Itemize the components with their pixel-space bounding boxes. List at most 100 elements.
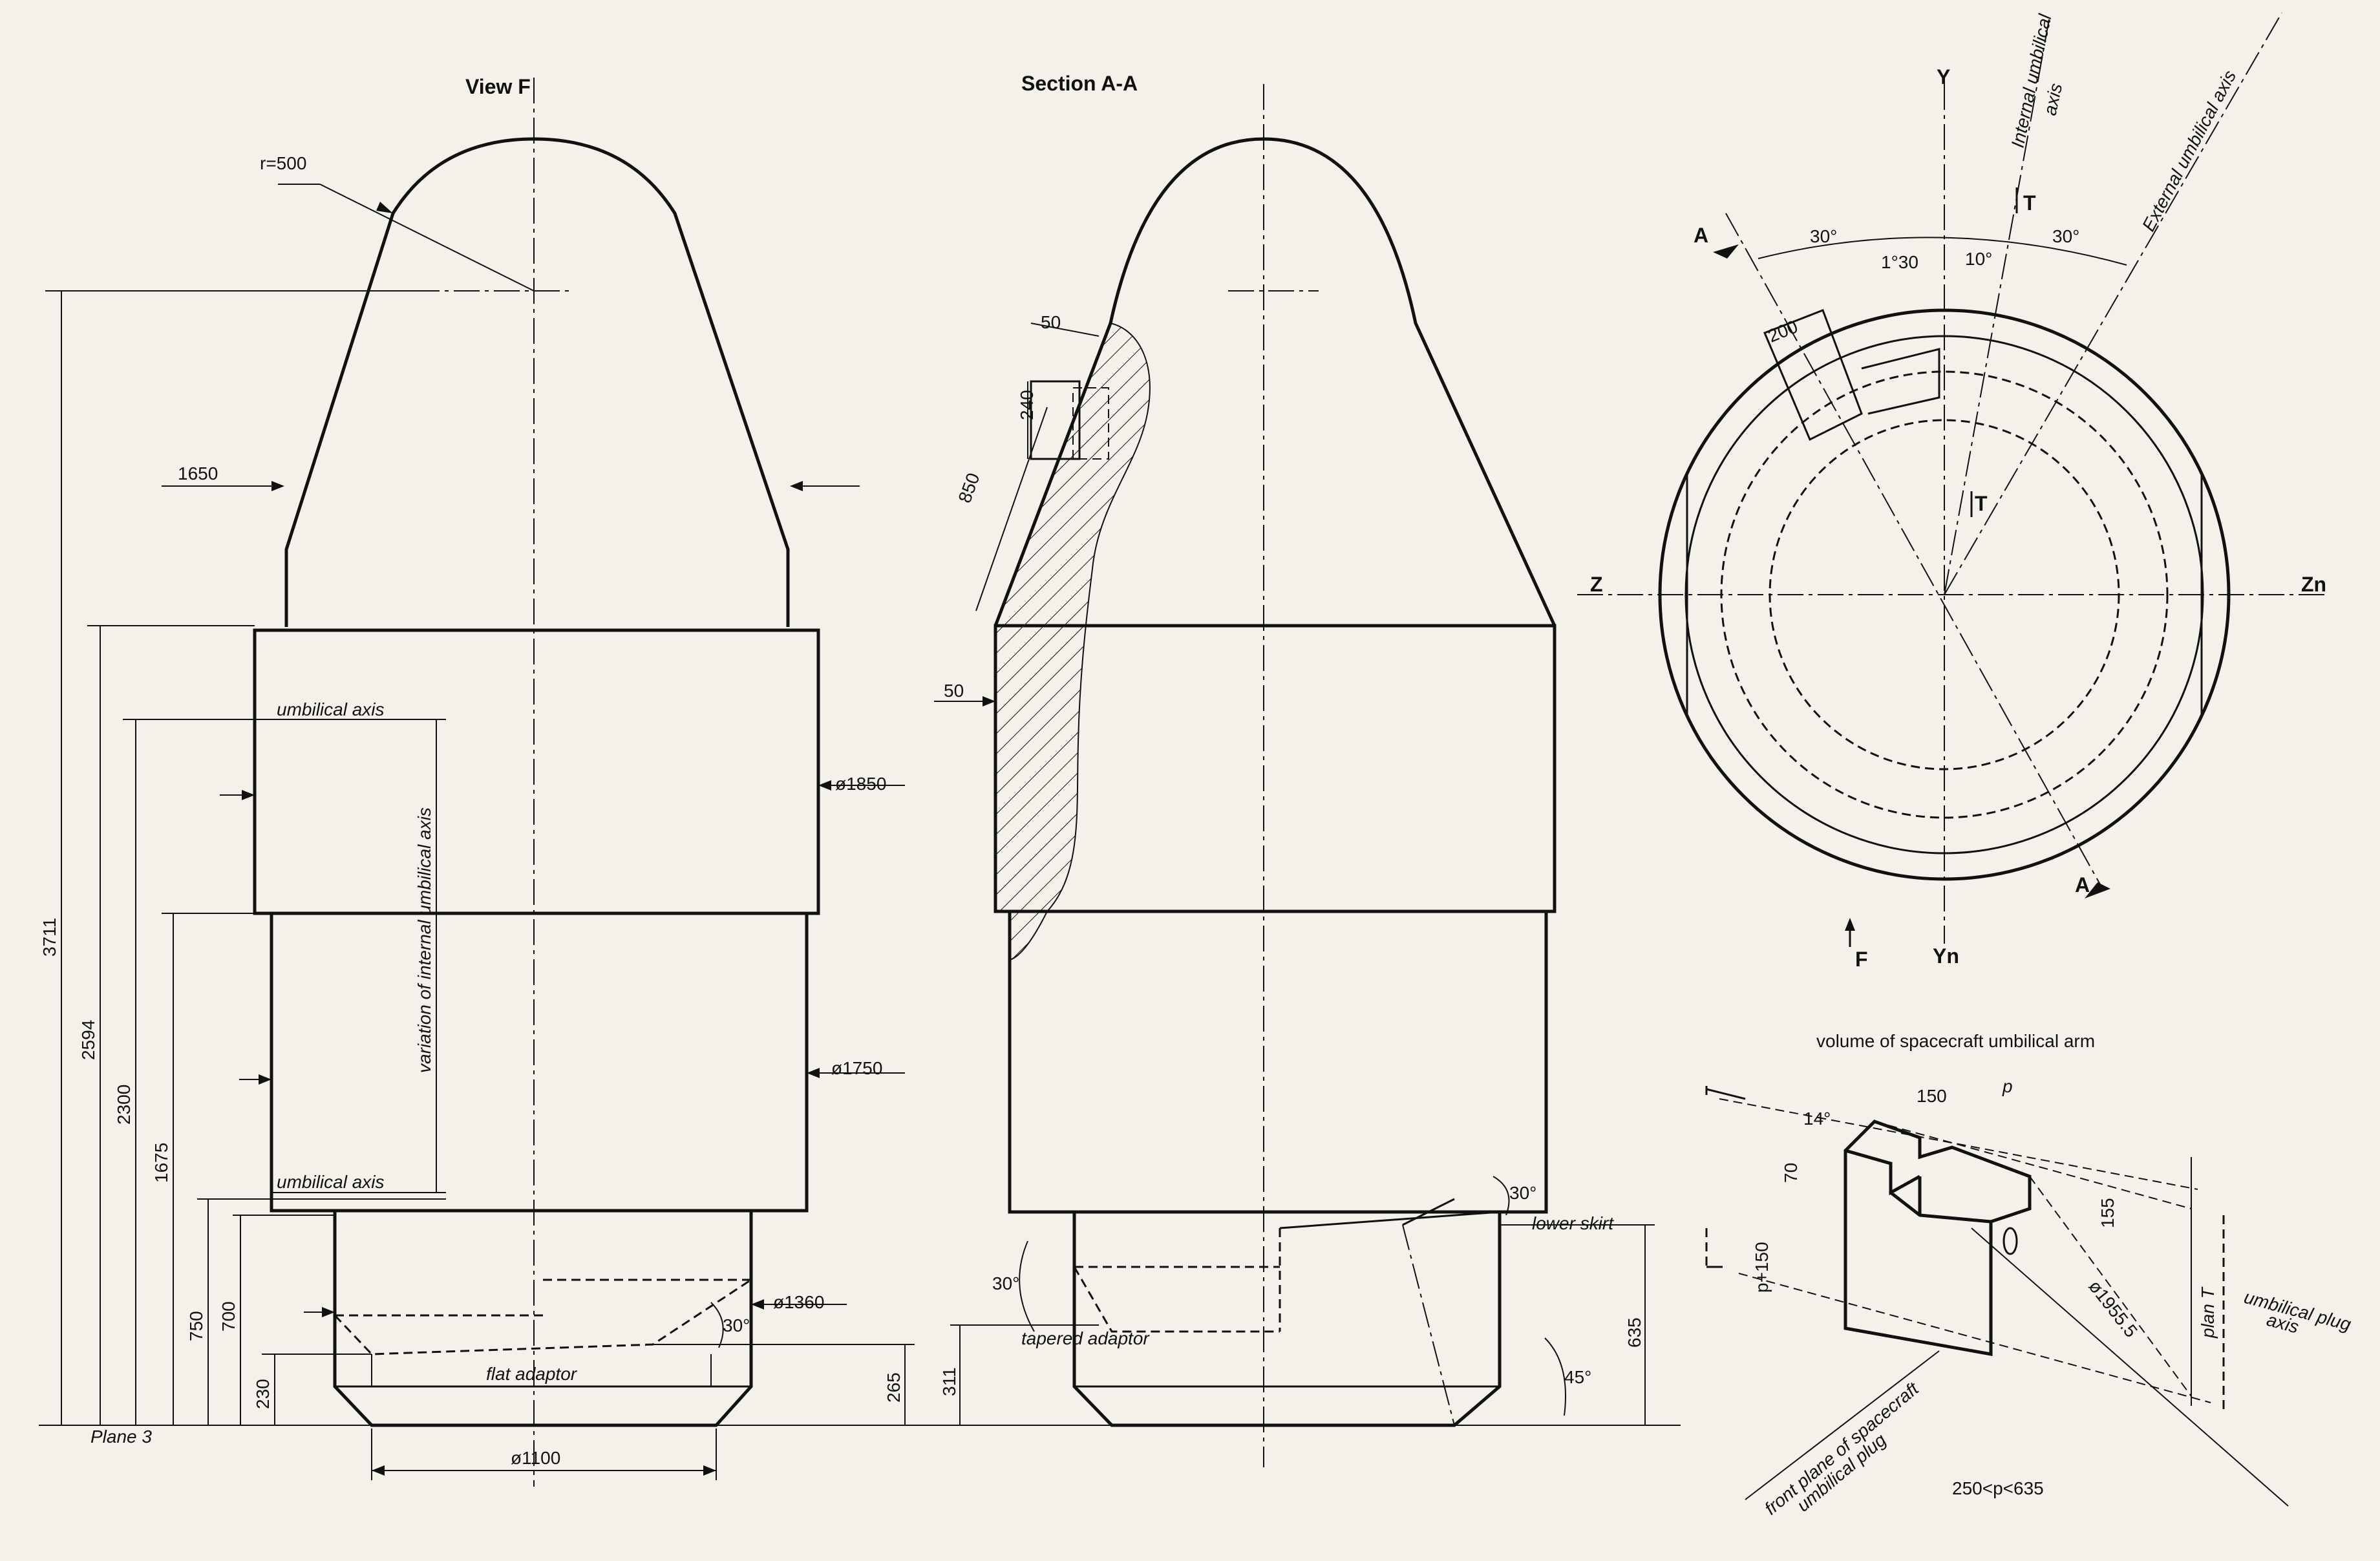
plug-hole [2003,1227,2018,1255]
front-plane-bracket-marks [1706,1088,1746,1268]
arrow-1360-right [751,1299,764,1310]
p-range-label: 250<p<635 [1952,1478,2044,1498]
zn-label: Zn [2301,573,2326,596]
section-lower-cylinder [1008,909,1548,1214]
umbilical-socket [1030,380,1081,460]
dim-p150-label: p+150 [1752,1242,1772,1293]
dim-150-label: 150 [1917,1086,1947,1106]
dim-2300-label: 2300 [114,1085,134,1125]
dim-1850-label: ø1850 [835,774,886,794]
construction-line-4 [2029,1176,2192,1397]
umbilical-arm [1861,348,1940,415]
view-f-title: View F [465,75,531,98]
dim-3711-label: 3711 [39,918,59,957]
arrow-1360-left [322,1307,335,1317]
arrow-1650-left [271,481,284,491]
radius-arrowhead [376,202,393,213]
tapered-hidden-1 [1073,1266,1280,1333]
socket-hidden [1072,387,1109,460]
internal-axis-label: Internal umbilical [2008,12,2056,150]
angle-arc-top [1758,237,2127,266]
section-a-top-arrow [1713,244,1739,259]
t-lower-label: T [1975,492,1988,515]
lower-cylinder [270,911,809,1213]
dim-p-label: p [2002,1076,2013,1096]
dim-635-label: 635 [1624,1317,1644,1348]
arrow-1850-left [242,790,255,800]
dim-700-label: 700 [218,1301,239,1332]
dim-311-label: 311 [939,1367,959,1396]
adaptor-outline [333,1211,753,1427]
front-plane-label: front plane of spacecraft [1761,1378,1923,1519]
angle-45-label: 45° [1564,1367,1591,1387]
construction-line-2 [1738,1273,2211,1403]
section-nose-outline [993,137,1557,627]
angle-arc-30 [710,1302,724,1348]
section-adaptor-outline [1072,1212,1502,1427]
plan-t-label: plan T [2198,1286,2218,1339]
dim-1100-label: ø1100 [511,1448,560,1468]
upper-umbilical-label: umbilical axis [277,699,385,719]
section-a-bottom-arrow [2085,882,2110,898]
angle-30r-label: 30° [2052,226,2079,246]
angle-130-label: 1°30 [1881,252,1918,272]
lower-skirt-label: lower skirt [1532,1213,1614,1233]
fairing-nose-outline [284,137,790,627]
section-aa: Section A-A 240 50 850 50 [934,72,1655,1467]
dim-155-label: 155 [2098,1198,2118,1228]
f-label: F [1855,948,1868,971]
angle-30-right-label: 30° [1509,1183,1536,1203]
plane-3-label: Plane 3 [90,1427,152,1447]
dim-240-label: 240 [1017,390,1037,420]
umbilical-arm-volume: volume of spacecraft umbilical arm 150 p… [1705,1031,2353,1519]
variation-label: variation of internal umbilical axis [414,807,434,1073]
external-axis-label: External umbilical axis [2138,67,2240,235]
dim-265-label: 265 [884,1372,904,1403]
dim-50-top [1030,323,1100,337]
dim-2594-label: 2594 [78,1020,98,1060]
lower-skirt-bevel [1402,1198,1455,1226]
section-aa-title: Section A-A [1021,72,1138,95]
plug-axis-line [1971,1227,2289,1507]
angle-arc-30-left [1019,1240,1035,1332]
dim-1750-label: ø1750 [831,1058,882,1078]
skirt-cone-line [1402,1224,1455,1426]
internal-axis-label-2: axis [2040,81,2067,117]
arrow-1850-right [818,780,831,791]
f-arrow-head [1845,918,1855,931]
arm-block-edges [1845,1149,1992,1224]
dim-1675-label: 1675 [151,1143,171,1183]
lower-umbilical-label: umbilical axis [277,1172,385,1192]
view-f: r=500 1650 Plane 3 3711 2594 2300 1675 7… [39,75,1681,1487]
y-label: Y [1937,65,1950,89]
yn-label: Yn [1933,944,1959,968]
dim-1650-label: 1650 [178,463,218,483]
arrow-1100-left [372,1465,385,1476]
dim-850 [975,407,1048,611]
t-upper-label: T [2023,191,2036,215]
section-a-bottom-label: A [2075,873,2090,897]
section-hatching [995,322,1151,961]
radius-label: r=500 [260,153,306,173]
deg-14-label: 14° [1803,1109,1831,1129]
dim-70-label: 70 [1781,1163,1801,1183]
arrow-1650-right [790,481,803,491]
angle-30-label: 30° [723,1315,750,1335]
dim-19555-label: ø1955.5 [2085,1277,2141,1341]
angle-arc-30-right [1493,1176,1510,1216]
angle-30-left-label: 30° [992,1273,1019,1293]
tapered-adaptor-label: tapered adaptor [1021,1328,1150,1348]
internal-axis-line [1944,19,2050,595]
dim-230-label: 230 [253,1379,273,1409]
section-a-line [1725,213,2101,886]
angle-10-label: 10° [1965,249,1992,269]
external-axis-line [1944,12,2282,595]
umbilical-block [1763,309,1863,441]
flat-adaptor-hidden [334,1279,752,1355]
dim-50-side-label: 50 [944,681,964,701]
front-plane-leader [1745,1350,1940,1500]
lower-skirt-line [1279,1211,1500,1229]
upper-cylinder [253,628,820,915]
angle-arc-45 [1544,1337,1566,1416]
